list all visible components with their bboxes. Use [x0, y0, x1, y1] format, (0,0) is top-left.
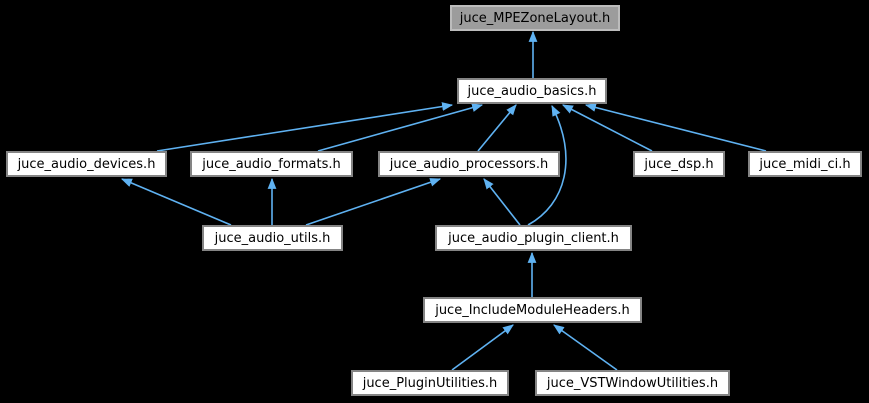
- node-juce_audio_devices[interactable]: juce_audio_devices.h: [6, 151, 167, 177]
- edge-juce_audio_utils-to-juce_audio_processors: [305, 178, 442, 226]
- node-juce_audio_formats[interactable]: juce_audio_formats.h: [190, 151, 353, 177]
- edge-juce_audio_devices-to-juce_audio_basics: [156, 102, 454, 152]
- edge-juce_audio_utils-to-juce_audio_devices: [120, 178, 232, 226]
- node-label: juce_audio_plugin_client.h: [448, 230, 619, 246]
- edge-juce_audio_formats-to-juce_audio_basics: [317, 103, 484, 152]
- edge-juce_audio_processors-to-juce_audio_basics: [477, 104, 517, 152]
- node-juce_PluginUtilities[interactable]: juce_PluginUtilities.h: [351, 370, 509, 396]
- node-label: juce_VSTWindowUtilities.h: [546, 375, 719, 391]
- node-label: juce_dsp.h: [644, 156, 714, 172]
- node-label: juce_audio_processors.h: [389, 156, 549, 172]
- node-label: juce_audio_utils.h: [214, 230, 331, 246]
- edge-juce_dsp-to-juce_audio_basics: [562, 104, 653, 152]
- node-juce_IncludeModuleHeaders[interactable]: juce_IncludeModuleHeaders.h: [423, 297, 642, 323]
- node-juce_audio_plugin_client[interactable]: juce_audio_plugin_client.h: [435, 225, 632, 251]
- node-label: juce_audio_devices.h: [17, 156, 156, 172]
- node-juce_VSTWindowUtilities[interactable]: juce_VSTWindowUtilities.h: [535, 370, 730, 396]
- edge-juce_VSTWindowUtilities-to-juce_IncludeModuleHeaders: [553, 324, 618, 371]
- node-juce_audio_utils[interactable]: juce_audio_utils.h: [202, 225, 343, 251]
- node-label: juce_MPEZoneLayout.h: [459, 10, 611, 26]
- node-juce_dsp[interactable]: juce_dsp.h: [633, 151, 725, 177]
- node-label: juce_PluginUtilities.h: [362, 375, 498, 391]
- edge-juce_PluginUtilities-to-juce_IncludeModuleHeaders: [451, 324, 514, 371]
- node-juce_audio_basics[interactable]: juce_audio_basics.h: [457, 78, 607, 104]
- node-label: juce_midi_ci.h: [759, 156, 851, 172]
- edge-juce_midi_ci-to-juce_audio_basics: [584, 103, 767, 152]
- node-juce_audio_processors[interactable]: juce_audio_processors.h: [378, 151, 560, 177]
- node-label: juce_audio_formats.h: [202, 156, 341, 172]
- edge-juce_audio_plugin_client-to-juce_audio_processors: [483, 178, 521, 226]
- node-juce_MPEZoneLayout: juce_MPEZoneLayout.h: [450, 5, 620, 31]
- node-label: juce_IncludeModuleHeaders.h: [435, 302, 630, 318]
- node-juce_midi_ci[interactable]: juce_midi_ci.h: [748, 151, 862, 177]
- node-label: juce_audio_basics.h: [467, 83, 597, 99]
